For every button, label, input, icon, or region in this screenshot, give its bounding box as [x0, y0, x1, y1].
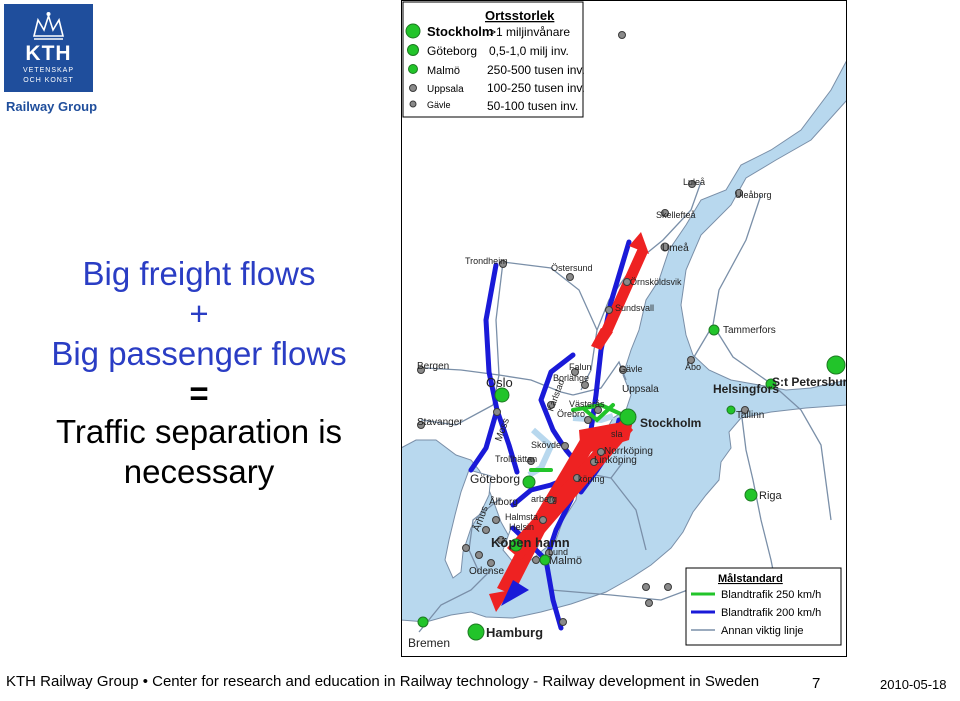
headline-line4: =	[189, 375, 209, 412]
label-hamburg: Hamburg	[486, 625, 543, 640]
label-ornskoldsvik: Örnsköldsvik	[630, 277, 682, 287]
label-kopenhamn-text: Köpen hamn	[491, 535, 570, 550]
label-orebro: Örebro	[557, 409, 585, 419]
footer-text: KTH Railway Group • Center for research …	[6, 673, 760, 690]
headline-line3: Big passenger flows	[51, 335, 347, 372]
size-legend-city-1: Göteborg	[427, 44, 477, 58]
label-stavanger: Stavanger	[417, 417, 463, 428]
line-legend-item-1: Blandtrafik 200 km/h	[721, 607, 821, 619]
rail-network-map: Luleå Uleåborg Skellefteå Umeå Trondheim…	[401, 0, 847, 657]
size-legend-desc-2: 250-500 tusen inv.	[487, 63, 585, 77]
city-markers-large	[417, 324, 846, 641]
label-uppsala: Uppsala	[622, 384, 659, 395]
brand-label: Railway Group	[6, 99, 98, 114]
label-uleaborg: Uleåborg	[735, 190, 772, 200]
label-skovde: Skövde	[531, 440, 561, 450]
size-legend-city-4: Gävle	[427, 100, 451, 110]
size-legend-desc-4: 50-100 tusen inv.	[487, 99, 578, 113]
line-legend: Målstandard Blandtrafik 250 km/h Blandtr…	[685, 567, 842, 646]
size-legend-city-3: Uppsala	[427, 84, 464, 95]
label-odense: Odense	[469, 566, 504, 577]
red-arrowhead	[629, 232, 649, 254]
label-bergen: Bergen	[417, 361, 449, 372]
line-legend-title: Målstandard	[718, 573, 783, 585]
label-borlange: Borlänge	[553, 373, 589, 383]
page-number: 7	[812, 675, 821, 692]
label-riga: Riga	[759, 490, 783, 502]
label-norrkoping: Norrköping	[604, 446, 653, 457]
label-halmstad: Halmsta	[505, 512, 538, 522]
headline-line5: Traffic separation is	[55, 413, 343, 450]
blue-arrowhead	[501, 580, 529, 606]
size-legend: Ortsstorlek Stockholm >1 miljinvånare Gö…	[402, 1, 585, 118]
size-legend-desc-3: 100-250 tusen inv.	[487, 81, 585, 95]
label-bremen: Bremen	[408, 636, 450, 650]
city-labels: Luleå Uleåborg Skellefteå Umeå Trondheim…	[408, 177, 847, 650]
crown-icon	[32, 12, 65, 40]
logo-line1: VETENSKAP	[22, 67, 74, 74]
footer-date: 2010-05-18	[880, 677, 947, 692]
kth-logo: KTH VETENSKAP OCH KONST	[4, 4, 93, 92]
label-varberg: arberg	[531, 494, 557, 504]
label-linkoping: Linköping	[594, 455, 637, 466]
line-legend-item-2: Annan viktig linje	[721, 625, 804, 637]
headline-line6: necessary	[123, 453, 275, 490]
label-trondheim: Trondheim	[465, 256, 508, 266]
label-goteborg: Göteborg	[470, 472, 520, 486]
label-stockholm: Stockholm	[640, 416, 701, 430]
label-tammerfors: Tammerfors	[723, 325, 776, 336]
label-oslo: Oslo	[486, 375, 513, 390]
map-frame	[401, 0, 847, 657]
size-legend-desc-0: >1 miljinvånare	[489, 25, 570, 39]
size-legend-title: Ortsstorlek	[485, 8, 555, 23]
label-trollhattan: Trollhättan	[495, 454, 537, 464]
label-sla: sla	[611, 429, 623, 439]
headline-line1: Big freight flows	[82, 255, 316, 292]
label-gavle: Gävle	[619, 364, 643, 374]
label-tallinn: Tallinn	[736, 410, 764, 421]
line-legend-item-0: Blandtrafik 250 km/h	[721, 589, 821, 601]
label-lund: Lund	[548, 547, 568, 557]
label-malmo: Malmö	[549, 555, 582, 567]
label-falun: Falun	[569, 362, 592, 372]
green-lines	[529, 402, 625, 472]
city-markers-small	[417, 31, 749, 634]
label-ostersund: Östersund	[551, 263, 593, 273]
label-alborg: Ålborg	[489, 495, 518, 508]
size-legend-city-2: Malmö	[427, 65, 460, 77]
headline-line2: +	[189, 295, 209, 332]
label-umea: Umeå	[662, 242, 689, 254]
label-helsingfors: Helsingfors	[713, 382, 779, 396]
label-skelleftea: Skellefteå	[656, 210, 696, 220]
label-lulea: Luleå	[683, 177, 705, 187]
label-kopenhamn: Köpen hamn	[491, 535, 570, 550]
label-helsingborg: Helsin	[509, 522, 534, 532]
logo-name: KTH	[25, 42, 72, 65]
label-vasteras: Västerås	[569, 399, 605, 409]
label-stpetersburg: S:t Petersburg	[772, 375, 847, 389]
label-abo: Åbo	[685, 362, 701, 372]
footer: KTH Railway Group • Center for research …	[0, 664, 960, 701]
label-sundsvall: Sundsvall	[615, 303, 654, 313]
label-jonkoping: köping	[578, 474, 605, 484]
size-legend-city-0: Stockholm	[427, 24, 493, 39]
logo-line2: OCH KONST	[23, 77, 74, 84]
size-legend-desc-1: 0,5-1,0 milj inv.	[489, 44, 569, 58]
